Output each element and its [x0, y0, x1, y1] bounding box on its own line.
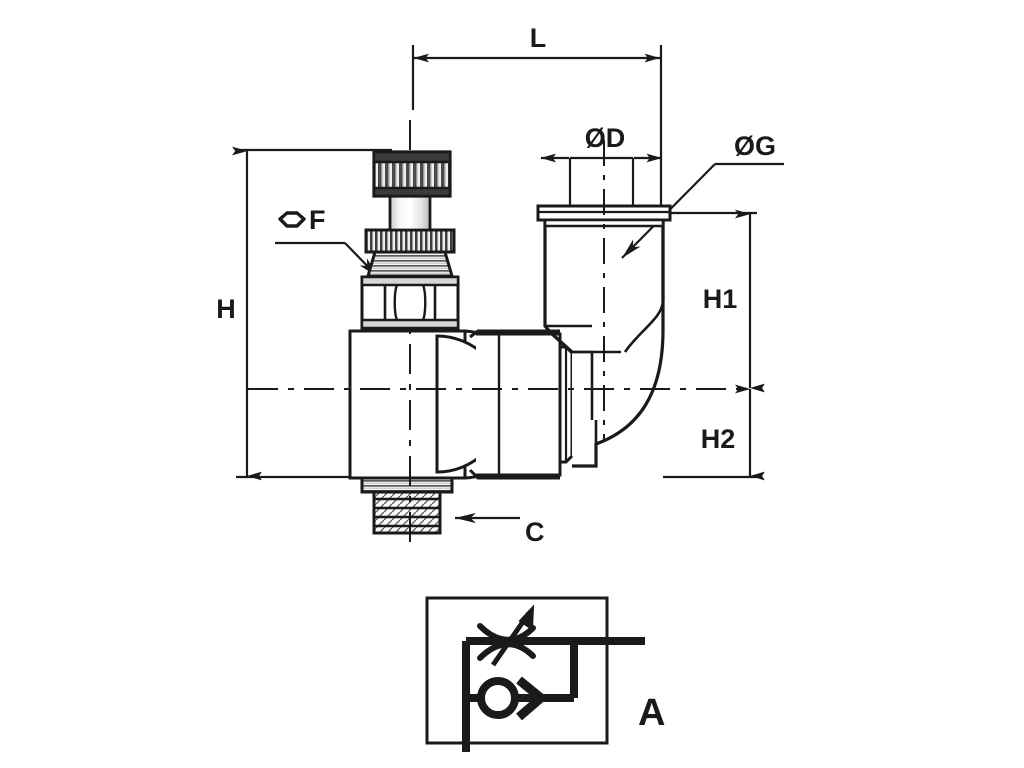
thread-crest-lines: [374, 497, 440, 528]
dimension-F-label: F: [309, 205, 326, 235]
symbol-view-caption: A: [638, 692, 665, 734]
hexagon-icon: [278, 211, 306, 228]
elbow-inner-taper: [623, 299, 665, 353]
pushin-collar-step: [543, 218, 665, 228]
symbol-adjust-arrow-head: [518, 604, 535, 631]
hex-lock-nut-bottom-face: [360, 318, 460, 330]
elbow-inner-fill: [572, 353, 626, 466]
symbol-check-valve-seat: [516, 676, 548, 721]
dimension-thread-C: C: [455, 512, 545, 547]
stud-shoulder: [360, 476, 454, 494]
adjuster-taper-collar: [366, 250, 454, 278]
dimension-L-label: L: [530, 23, 547, 53]
hex-nut-flat-edges: [383, 284, 437, 321]
male-thread-stud: [372, 490, 442, 535]
adjustment-knob-bottom-band: [372, 186, 452, 198]
dimension-diameter-D: ØD: [540, 123, 662, 215]
dimension-L: L: [411, 23, 663, 212]
dimension-H-label: H: [216, 294, 236, 324]
symbol-throttle-curve-upper: [477, 623, 536, 643]
adjustment-stem-shaft: [388, 194, 432, 232]
valve-assembly-view: [248, 120, 752, 542]
dimension-H2-label: H2: [701, 424, 736, 454]
dimension-hex-F: F: [275, 205, 379, 278]
knurled-lock-ring: [364, 228, 456, 254]
symbol-enclosure-rectangle: [425, 596, 609, 745]
dimension-H1: H1: [663, 209, 765, 393]
dimension-C-label: C: [525, 517, 545, 547]
dimension-H2: H2: [663, 384, 765, 481]
dimension-H: H: [216, 146, 392, 481]
swivel-barrel: [476, 332, 562, 477]
dimension-G-label: ØG: [734, 131, 776, 161]
dimension-diameter-G: ØG: [621, 131, 784, 259]
dimension-H1-label: H1: [703, 284, 738, 314]
adjustment-knob-top-band: [372, 150, 452, 164]
symbol-check-valve-ball: [477, 677, 519, 719]
elbow-left-wall: [543, 213, 574, 354]
hex-lock-nut-top-face: [360, 275, 460, 287]
swivel-barrel-top-chamfer: [469, 329, 560, 339]
swivel-barrel-bottom-chamfer: [468, 468, 560, 480]
pneumatic-symbol-view: A: [425, 596, 665, 752]
